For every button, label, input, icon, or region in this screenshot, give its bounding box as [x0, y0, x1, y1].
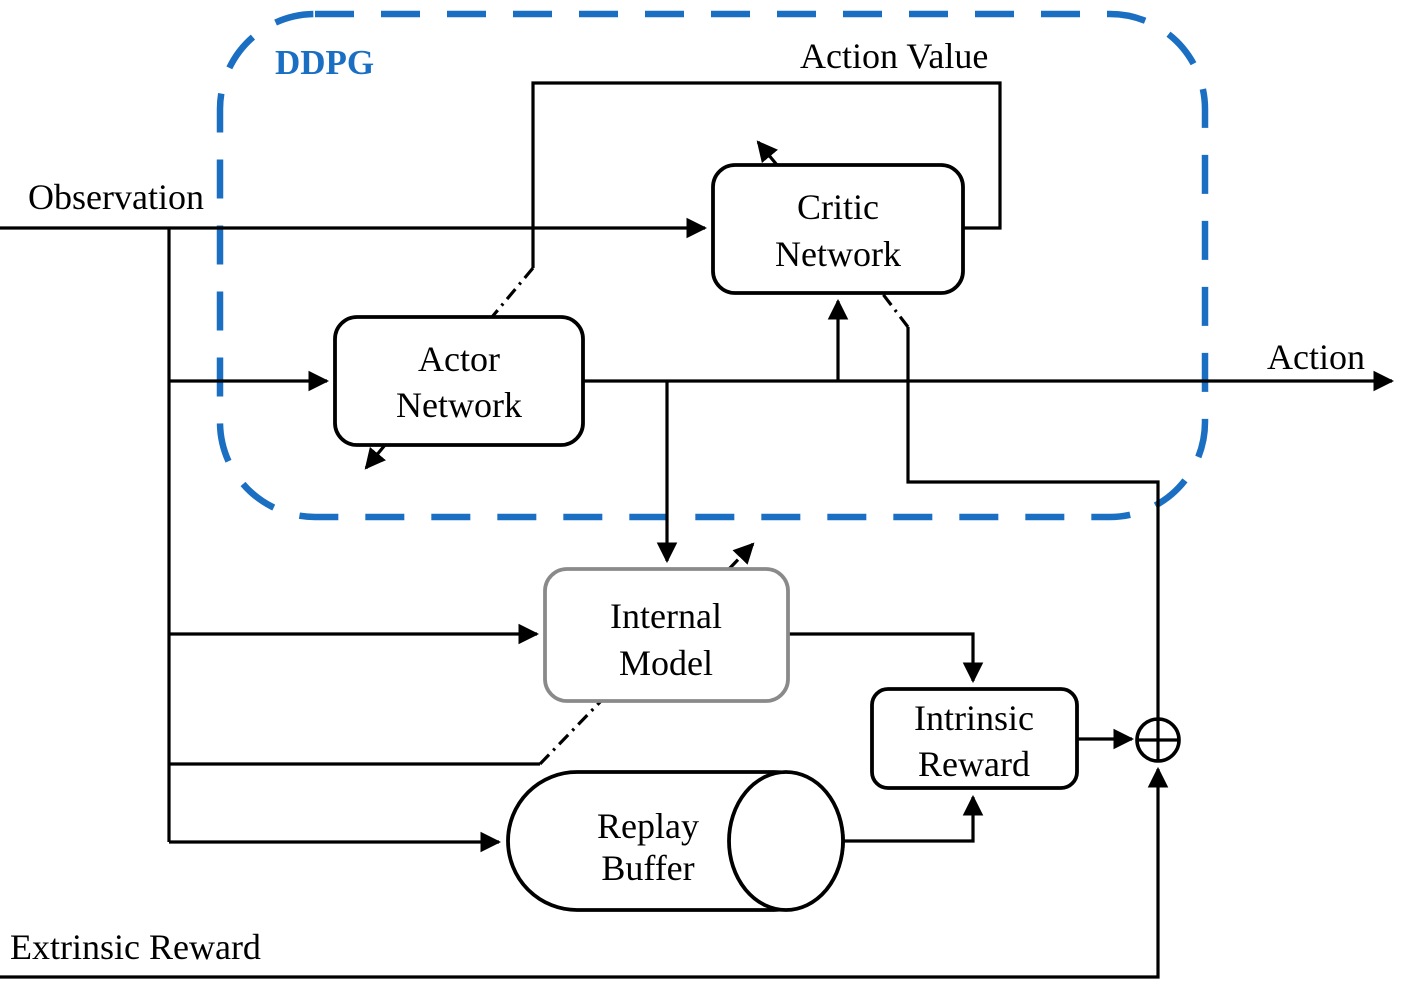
observation-label: Observation	[28, 177, 204, 217]
internal-model-to-intrinsic-wire	[788, 632, 984, 684]
actor-network-label-line2: Network	[396, 385, 522, 425]
actor-network-label-line1: Actor	[418, 339, 500, 379]
ddpg-label: DDPG	[275, 43, 374, 82]
replay-buffer-label-line1: Replay	[597, 806, 699, 846]
ddpg-boundary	[216, 10, 1209, 521]
replay-buffer-node	[506, 770, 845, 912]
extrinsic-reward-label: Extrinsic Reward	[10, 927, 261, 967]
plus-circle-icon	[1135, 717, 1181, 763]
replay-buffer-label-line2: Buffer	[601, 848, 694, 888]
critic-network-label-line1: Critic	[797, 187, 879, 227]
reward-to-critic-wire	[906, 327, 1160, 719]
critic-network-label-line2: Network	[775, 234, 901, 274]
actor-network-node	[333, 315, 585, 447]
intrinsic-reward-label-line2: Reward	[918, 744, 1030, 784]
intrinsic-reward-label-line1: Intrinsic	[914, 698, 1034, 738]
action-label: Action	[1267, 337, 1365, 377]
internal-model-node	[543, 567, 790, 703]
action-value-label: Action Value	[800, 36, 988, 76]
extrinsic-reward-wire	[0, 766, 1169, 979]
internal-model-label-line2: Model	[619, 643, 713, 683]
replay-buffer-to-intrinsic-wire	[843, 794, 984, 843]
critic-network-node	[711, 163, 965, 295]
internal-model-label-line1: Internal	[610, 596, 722, 636]
intrinsic-reward-node	[870, 687, 1079, 790]
action-value-loop-wire	[531, 81, 1002, 268]
